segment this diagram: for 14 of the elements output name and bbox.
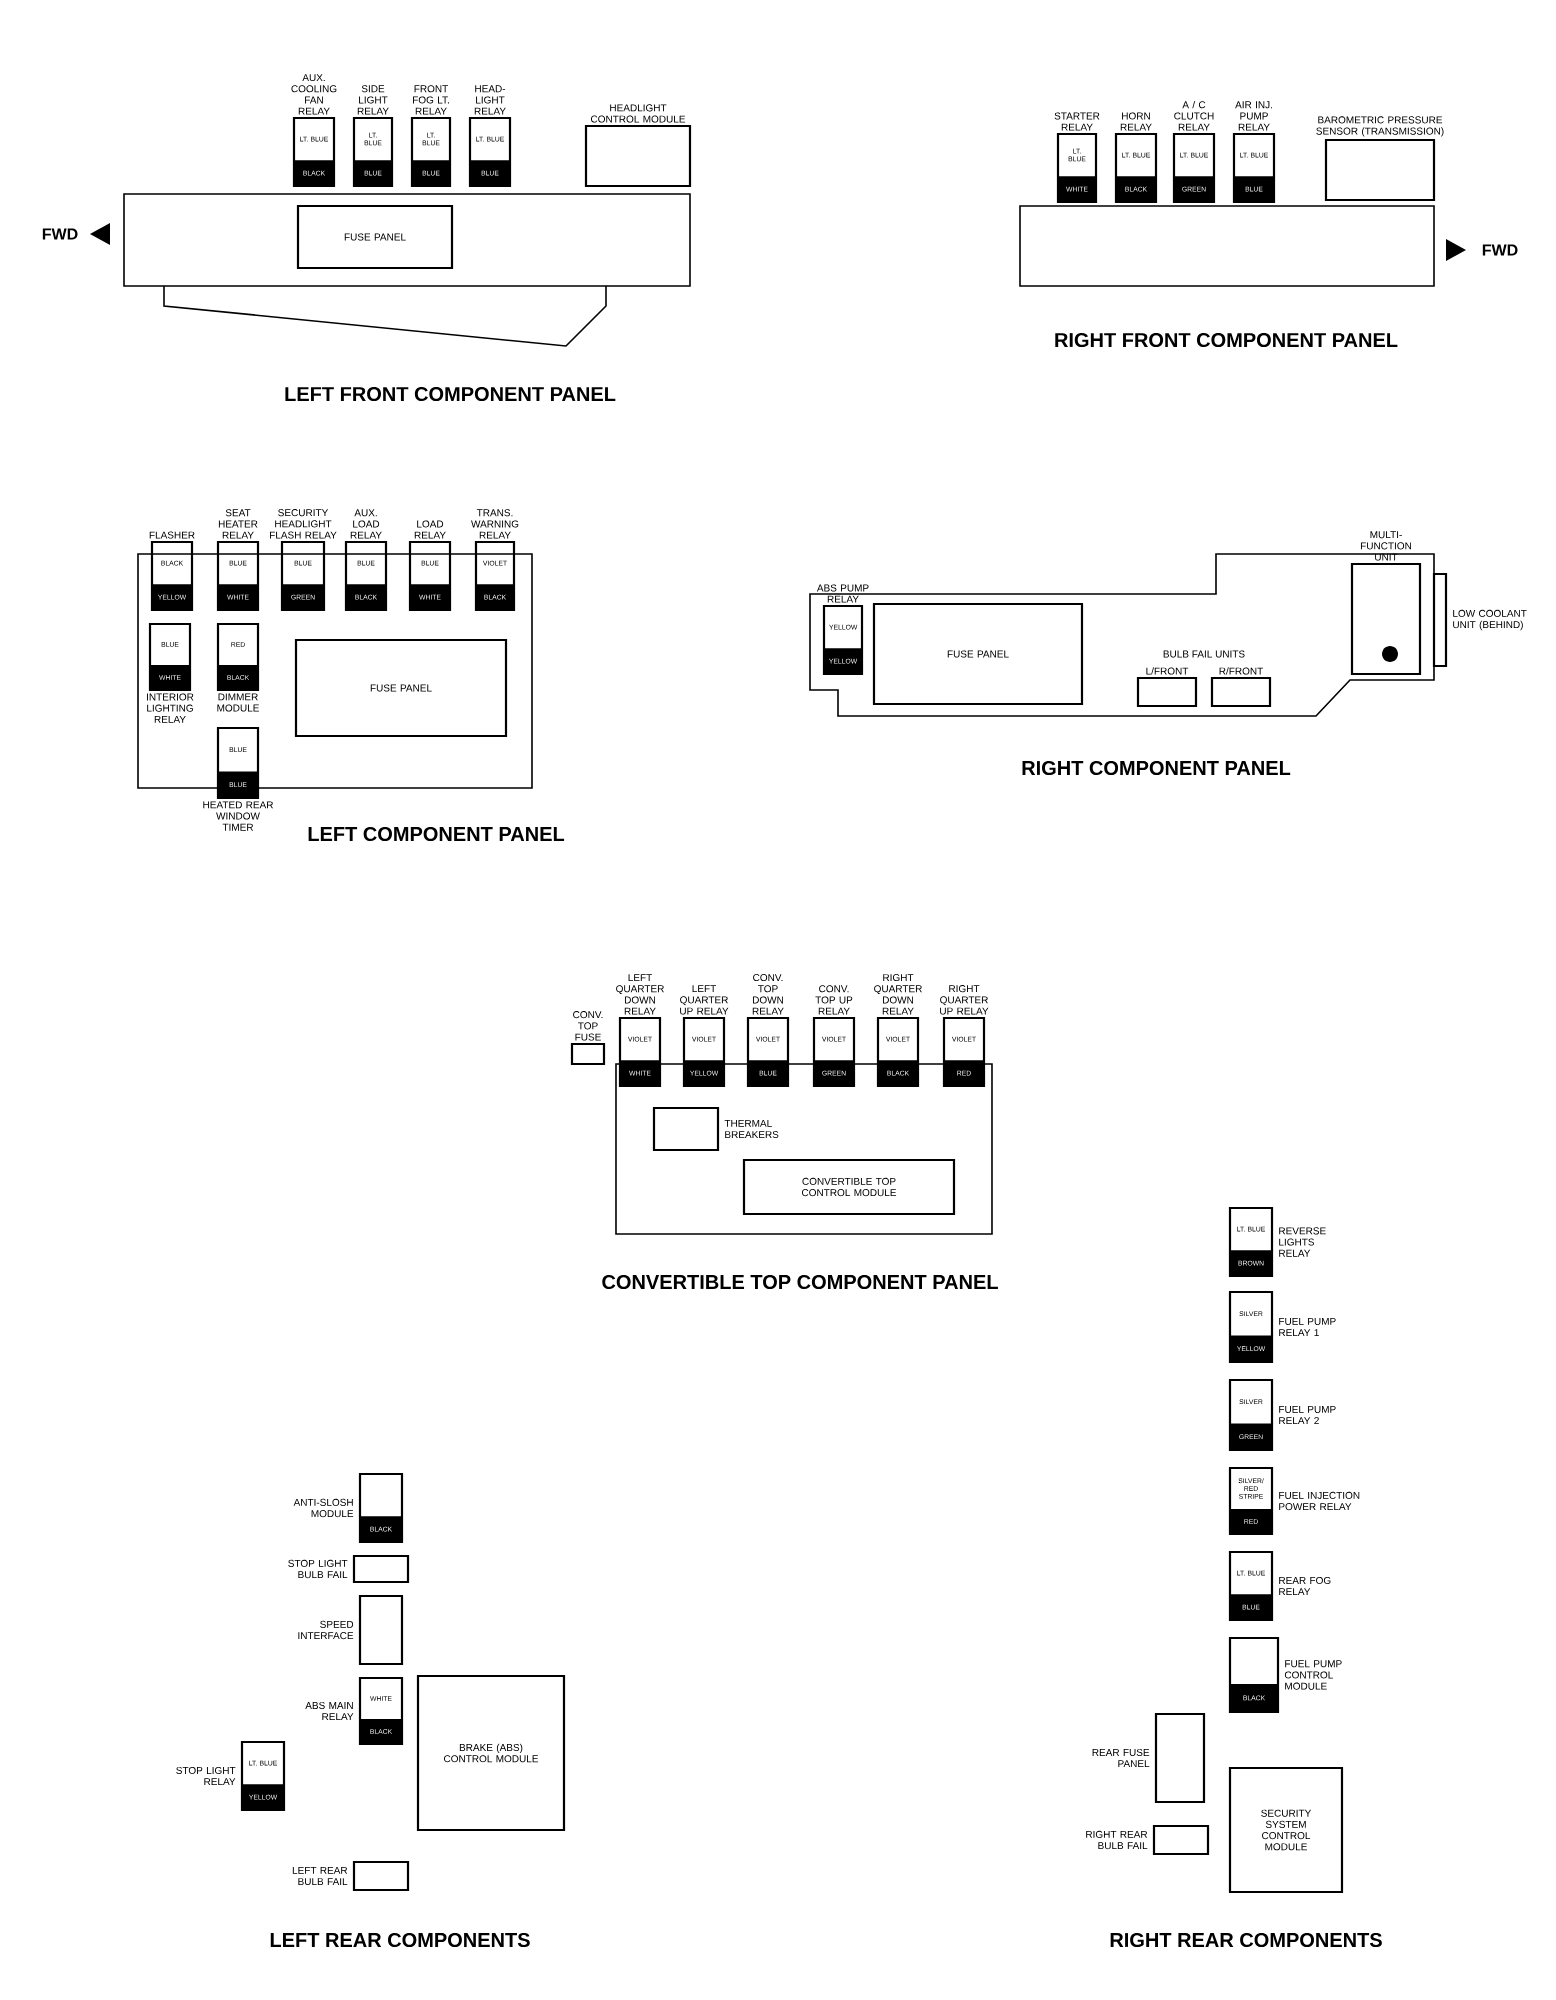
panel-title: LEFT REAR COMPONENTS [270, 1932, 530, 1948]
panel-outline [123, 193, 691, 347]
panel-title: LEFT FRONT COMPONENT PANEL [285, 386, 616, 402]
component-box [615, 1063, 993, 1235]
panel-outline [809, 553, 1435, 717]
panel-title: RIGHT COMPONENT PANEL [1022, 760, 1291, 776]
panel-title: RIGHT REAR COMPONENTS [1110, 1932, 1382, 1948]
component-box [1019, 205, 1435, 287]
panel-title: RIGHT FRONT COMPONENT PANEL [1055, 332, 1398, 348]
direction-label: FWD [42, 228, 78, 240]
panel-title: LEFT COMPONENT PANEL [308, 826, 565, 842]
direction-label: FWD [1482, 244, 1518, 256]
panel-title: CONVERTIBLE TOP COMPONENT PANEL [602, 1274, 998, 1290]
component-box [137, 553, 533, 789]
